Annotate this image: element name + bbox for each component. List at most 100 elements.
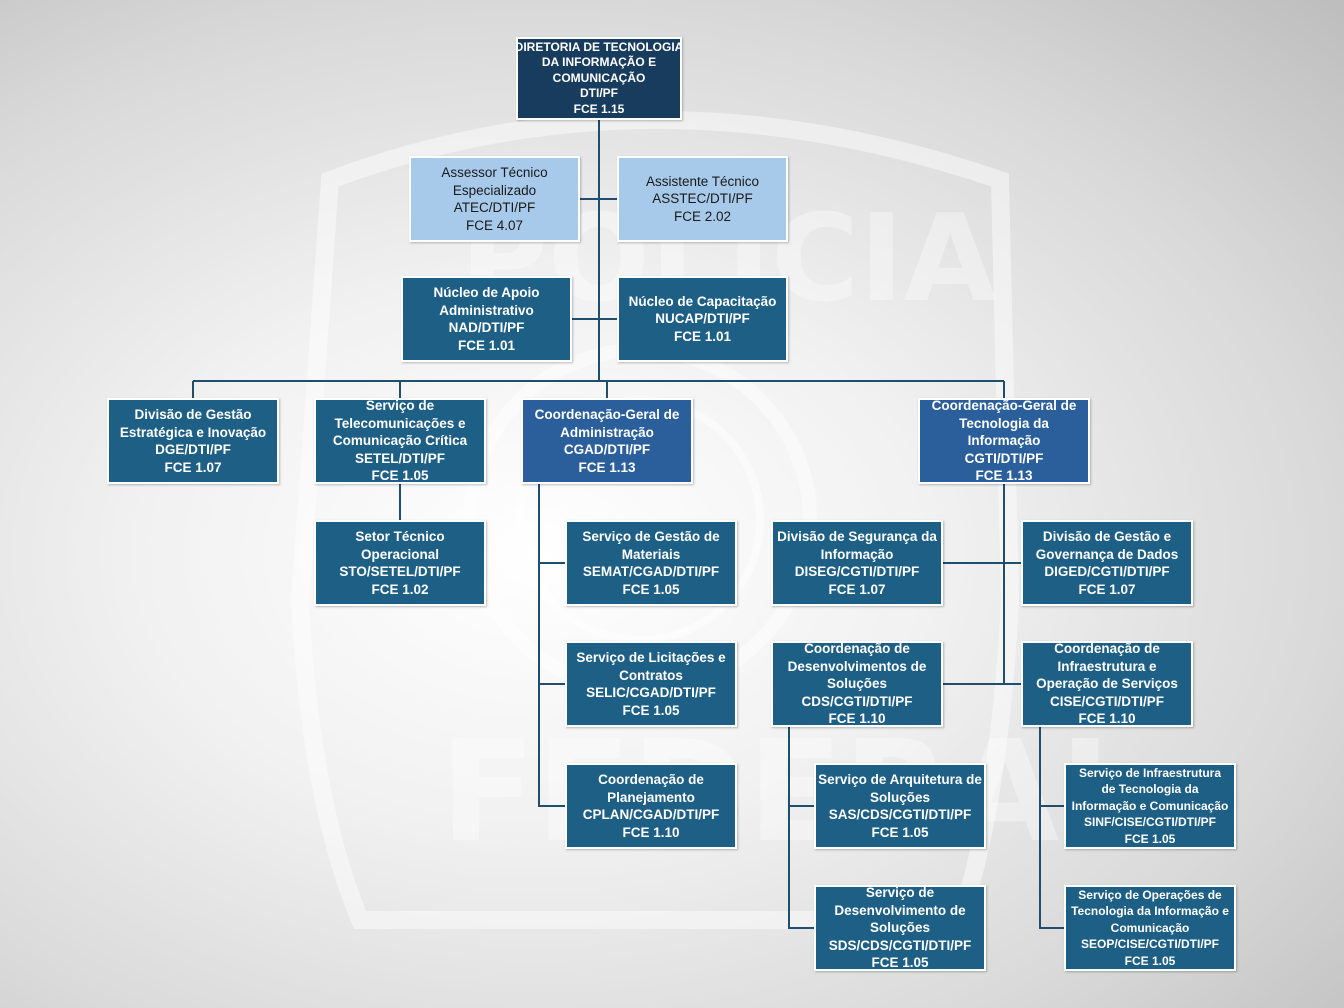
box-line: FCE 1.05 xyxy=(1124,831,1176,846)
box-line: Coordenação de xyxy=(598,772,704,787)
box-line: Serviço de Gestão de xyxy=(582,529,720,544)
box-line: DISEG/CGTI/DTI/PF xyxy=(794,564,920,579)
box-line: Coordenação de xyxy=(804,641,910,657)
box-line: SAS/CDS/CGTI/DTI/PF xyxy=(828,807,972,822)
box-line: Operacional xyxy=(360,546,440,562)
box-line: Setor Técnico xyxy=(355,529,445,544)
box-line: CPLAN/CGAD/DTI/PF xyxy=(582,807,720,822)
box-line: Soluções xyxy=(826,676,888,692)
box-line: CGAD/DTI/PF xyxy=(563,442,651,457)
box-line: CDS/CGTI/DTI/PF xyxy=(801,693,913,709)
box-line: Informação xyxy=(820,546,894,562)
connector xyxy=(788,727,815,929)
box-line: FCE 1.05 xyxy=(871,824,929,840)
box-line: COMUNICAÇÃO xyxy=(552,70,646,85)
box-line: FCE 4.07 xyxy=(465,217,524,233)
box-line: Assistente Técnico xyxy=(645,173,760,189)
box-sinf: Serviço de Infraestrutura de Tecnologia d… xyxy=(1064,763,1236,849)
box-line: Serviço de Operações de xyxy=(1078,887,1222,902)
box-line: FCE 1.07 xyxy=(1078,581,1136,597)
box-line: NUCAP/DTI/PF xyxy=(655,311,750,327)
box-line: DIRETORIA DE TECNOLOGIA xyxy=(516,39,682,54)
box-line: FCE 1.10 xyxy=(1078,711,1136,727)
connector xyxy=(538,484,566,807)
box-line: Serviço de xyxy=(365,398,435,414)
box-line: ASSTEC/DTI/PF xyxy=(652,191,753,207)
box-line: CISE/CGTI/DTI/PF xyxy=(1049,693,1164,709)
box-line: Planejamento xyxy=(607,789,695,805)
box-line: de Tecnologia da xyxy=(1101,782,1199,797)
box-line: Informação e Comunicação xyxy=(1071,798,1229,813)
box-line: FCE 1.15 xyxy=(573,101,625,116)
box-line: FCE 1.10 xyxy=(828,711,886,727)
box-line: FCE 1.13 xyxy=(578,459,636,475)
box-line: Assessor Técnico xyxy=(441,165,548,180)
box-line: FCE 1.07 xyxy=(828,581,886,597)
box-line: Serviço de Arquitetura de xyxy=(818,772,982,787)
box-line: FCE 1.05 xyxy=(622,581,680,597)
box-line: FCE 1.10 xyxy=(622,824,680,840)
box-line: Serviço de Infraestrutura xyxy=(1078,765,1222,780)
box-line: Soluções xyxy=(869,789,931,805)
svg-text:FEDERAL: FEDERAL xyxy=(440,711,1148,874)
box-line: Administrativo xyxy=(439,302,534,318)
box-line: Especializado xyxy=(452,182,537,198)
box-line: SEOP/CISE/CGTI/DTI/PF xyxy=(1080,937,1220,952)
box-line: SELIC/CGAD/DTI/PF xyxy=(586,685,716,700)
box-line: Informação xyxy=(967,433,1041,449)
box-line: FCE 2.02 xyxy=(673,208,732,224)
box-line: Estratégica e Inovação xyxy=(119,424,267,440)
box-line: Serviço de Licitações e xyxy=(576,650,726,665)
box-line: Divisão de Gestão e xyxy=(1042,529,1172,544)
box-line: CGTI/DTI/PF xyxy=(964,450,1044,466)
box-seop: Serviço de Operações de Tecnologia da Inf… xyxy=(1064,885,1236,971)
box-line: Governança de Dados xyxy=(1035,546,1179,562)
box-line: Comunicação xyxy=(1110,920,1190,935)
box-line: DA INFORMAÇÃO E xyxy=(541,55,657,70)
box-line: DTI/PF xyxy=(580,86,618,101)
box-line: Desenvolvimentos de xyxy=(787,658,927,674)
box-line: Coordenação-Geral de xyxy=(534,407,680,422)
box-line: FCE 1.05 xyxy=(371,468,429,484)
box-line: ATEC/DTI/PF xyxy=(453,200,536,215)
box-line: Divisão de Segurança da xyxy=(777,529,937,544)
box-line: FCE 1.07 xyxy=(164,459,222,475)
box-line: Coordenação de xyxy=(1054,641,1160,657)
box-line: Soluções xyxy=(869,920,931,936)
box-line: DIGED/CGTI/DTI/PF xyxy=(1044,564,1170,579)
box-line: Comunicação Crítica xyxy=(332,433,468,449)
box-line: FCE 1.02 xyxy=(371,581,429,597)
box-line: NAD/DTI/PF xyxy=(448,320,525,335)
box-line: Materiais xyxy=(621,546,681,562)
box-line: SEMAT/CGAD/DTI/PF xyxy=(582,564,720,579)
box-line: Contratos xyxy=(619,667,683,683)
box-line: Divisão de Gestão xyxy=(134,407,252,422)
box-line: Operação de Serviços xyxy=(1036,676,1178,692)
box-line: Serviço de xyxy=(865,885,935,901)
box-line: Infraestrutura e xyxy=(1057,658,1157,674)
box-line: Telecomunicações e xyxy=(334,415,466,431)
box-line: FCE 1.05 xyxy=(622,702,680,718)
box-line: SETEL/DTI/PF xyxy=(354,450,445,466)
box-line: Tecnologia da Informação e xyxy=(1071,904,1229,919)
box-line: FCE 1.01 xyxy=(457,337,516,353)
